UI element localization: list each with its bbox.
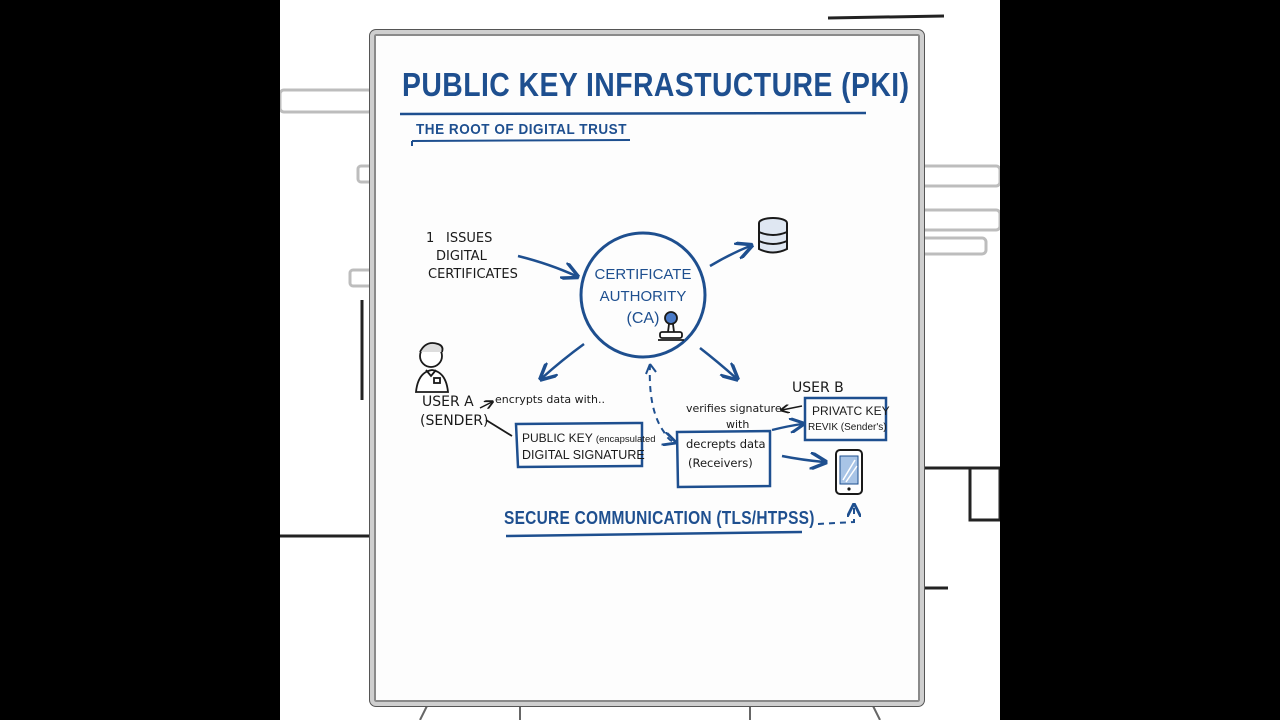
step1-number: 1 [426, 231, 435, 246]
public-key-box-border [514, 421, 644, 469]
decrypt-line1: decrepts data [686, 437, 766, 451]
verifies-line2: with [726, 418, 750, 431]
stamp-icon [658, 311, 684, 341]
ca-label: CERTIFICATE AUTHORITY (CA) [580, 264, 706, 330]
public-key-note: (encapsulated [595, 434, 656, 445]
arrow-ca-to-user-b [699, 347, 736, 378]
user-a-role: (SENDER) [420, 413, 489, 429]
arrow-ca-to-database [709, 246, 750, 268]
dashed-ca-to-decrypt [648, 363, 674, 442]
user-b-name: USER B [792, 380, 844, 396]
title-underline [399, 111, 867, 116]
step1-line2: DIGITAL [436, 249, 487, 264]
public-key-label: PUBLIC KEY (encapsulated [522, 431, 656, 445]
ca-line3: (CA) [626, 310, 660, 327]
diagram-lines [399, 111, 888, 538]
ca-line1: CERTIFICATE [594, 266, 692, 283]
step1-line1: ISSUES [446, 231, 493, 246]
public-key-main: PUBLIC KEY [522, 431, 593, 445]
arrow-decrypt-to-phone [781, 456, 824, 462]
user-a-name: USER A [422, 394, 474, 410]
subtitle-underline [411, 139, 631, 142]
decrypt-line2: (Receivers) [688, 456, 753, 470]
secure-underline [505, 530, 803, 538]
database-icon [758, 217, 788, 254]
video-frame: PUBLIC KEY INFRASTUCTURE (PKI) THE ROOT … [280, 0, 1000, 720]
whiteboard [370, 30, 924, 706]
subtitle: THE ROOT OF DIGITAL TRUST [416, 121, 627, 138]
private-key-line2: REVIK (Sender's) [808, 422, 887, 433]
smartphone-icon [835, 449, 863, 495]
arrow-issues-to-ca [517, 254, 576, 276]
dashed-secure-to-phone [817, 506, 854, 525]
user-a-action: encrypts data with.. [495, 393, 605, 406]
secure-communication: SECURE COMMUNICATION (TLS/HTPSS) [504, 508, 815, 528]
person-icon [415, 342, 449, 393]
private-key-line1: PRIVATC KEY [812, 404, 890, 418]
ca-circle [579, 231, 707, 359]
arrow-ca-to-user-a [542, 342, 585, 378]
arrow-with-to-private-key [771, 424, 802, 430]
step1-line3: CERTIFICATES [428, 267, 518, 282]
page-title: PUBLIC KEY INFRASTUCTURE (PKI) [402, 66, 910, 103]
decrypt-box-border [675, 429, 772, 489]
digital-signature-label: DIGITAL SIGNATURE [522, 448, 645, 462]
verifies-line1: verifies signature [686, 402, 782, 415]
ca-line2: AUTHORITY [599, 288, 687, 305]
connector-user-a-to-box [485, 419, 513, 437]
